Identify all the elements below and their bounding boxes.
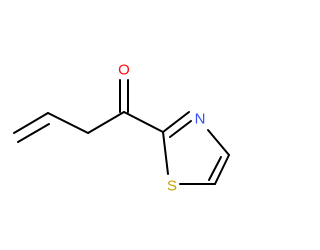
bond-s1-c2 — [162, 131, 169, 175]
bond-vinyl-ch2 — [47, 112, 89, 134]
bond-n3-c4 — [207, 129, 230, 156]
bond-c2-n3 — [162, 111, 190, 133]
bond-vinyl-double — [13, 112, 49, 134]
bond-c2-n3-inner — [169, 120, 192, 138]
molecule-drawing: O N S — [13, 62, 230, 195]
bond-c4-c5-inner — [208, 156, 222, 181]
oxygen-atom-label: O — [118, 62, 130, 79]
sulfur-atom-label: S — [167, 178, 177, 195]
bond-ch2-carbonyl — [87, 111, 125, 134]
structure-diagram: O N S — [13, 62, 230, 195]
bond-c4-c5 — [214, 154, 230, 185]
bond-carbonyl-thiazole — [123, 111, 164, 133]
bond-vinyl-double-inner — [17, 123, 50, 143]
nitrogen-atom-label: N — [195, 111, 206, 128]
